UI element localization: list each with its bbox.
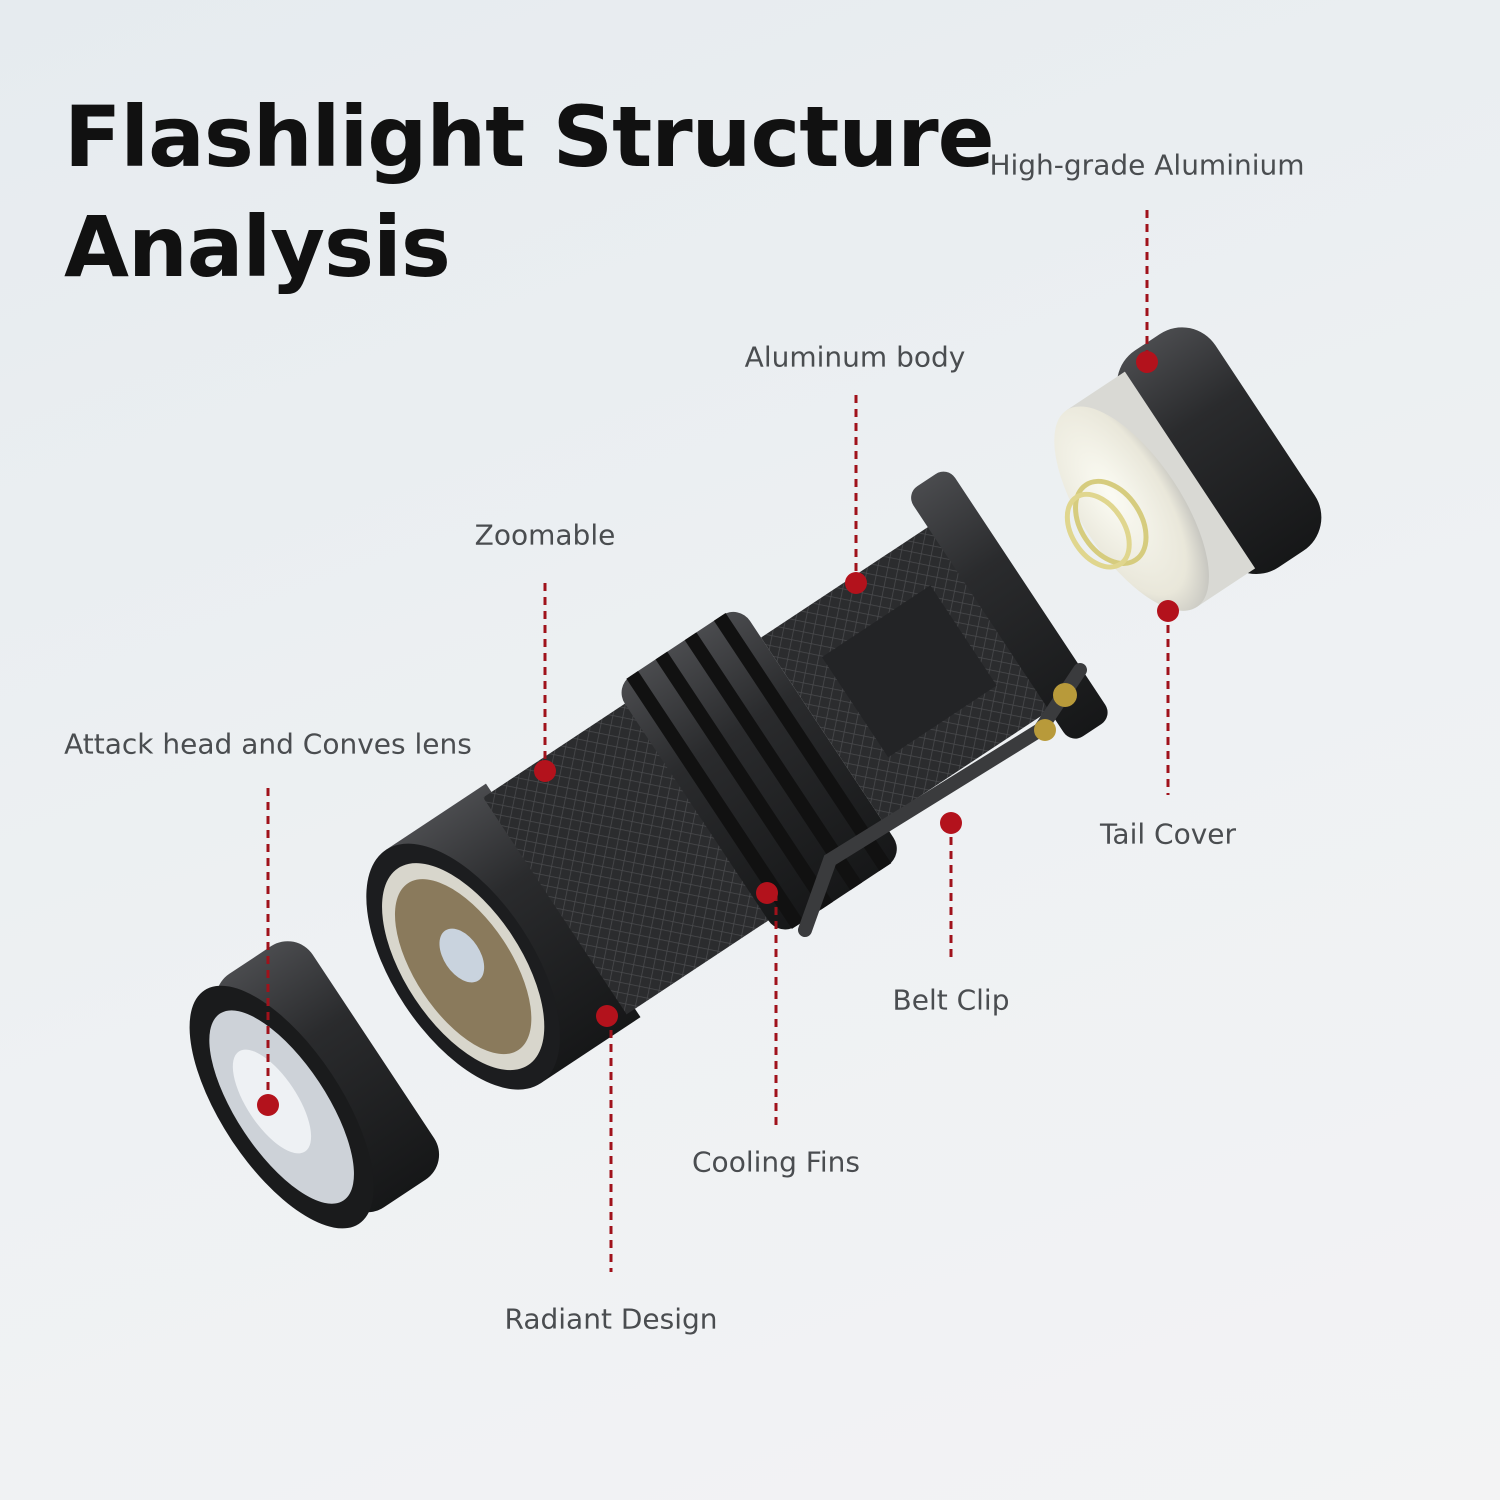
callout-lines — [266, 210, 1170, 1272]
callout-dots — [257, 351, 1179, 1116]
label-cooling-fins: Cooling Fins — [692, 1145, 860, 1179]
dot-belt-clip — [940, 812, 962, 834]
label-belt-clip: Belt Clip — [892, 983, 1010, 1017]
label-high-grade-aluminium: High-grade Aluminium — [989, 148, 1305, 182]
label-tail-cover: Tail Cover — [1099, 817, 1237, 851]
title-line-2: Analysis — [64, 198, 451, 296]
dot-aluminum-body — [845, 572, 867, 594]
cooling-fins-shape — [621, 611, 897, 930]
label-attack-head: Attack head and Conves lens — [64, 727, 472, 761]
label-zoomable: Zoomable — [474, 518, 616, 552]
page-title: Flashlight Structure Analysis — [64, 82, 995, 302]
label-radiant-design: Radiant Design — [504, 1302, 718, 1336]
dot-zoomable — [534, 760, 556, 782]
tail-cap — [1054, 327, 1322, 611]
dot-high-grade-aluminium — [1136, 351, 1158, 373]
dot-radiant-design — [596, 1005, 618, 1027]
dot-attack-head — [257, 1094, 279, 1116]
label-aluminum-body: Aluminum body — [744, 340, 966, 374]
flashlight-body — [366, 471, 1108, 1090]
title-line-1: Flashlight Structure — [64, 88, 995, 186]
dot-cooling-fins — [756, 882, 778, 904]
dot-tail-cover — [1157, 600, 1179, 622]
